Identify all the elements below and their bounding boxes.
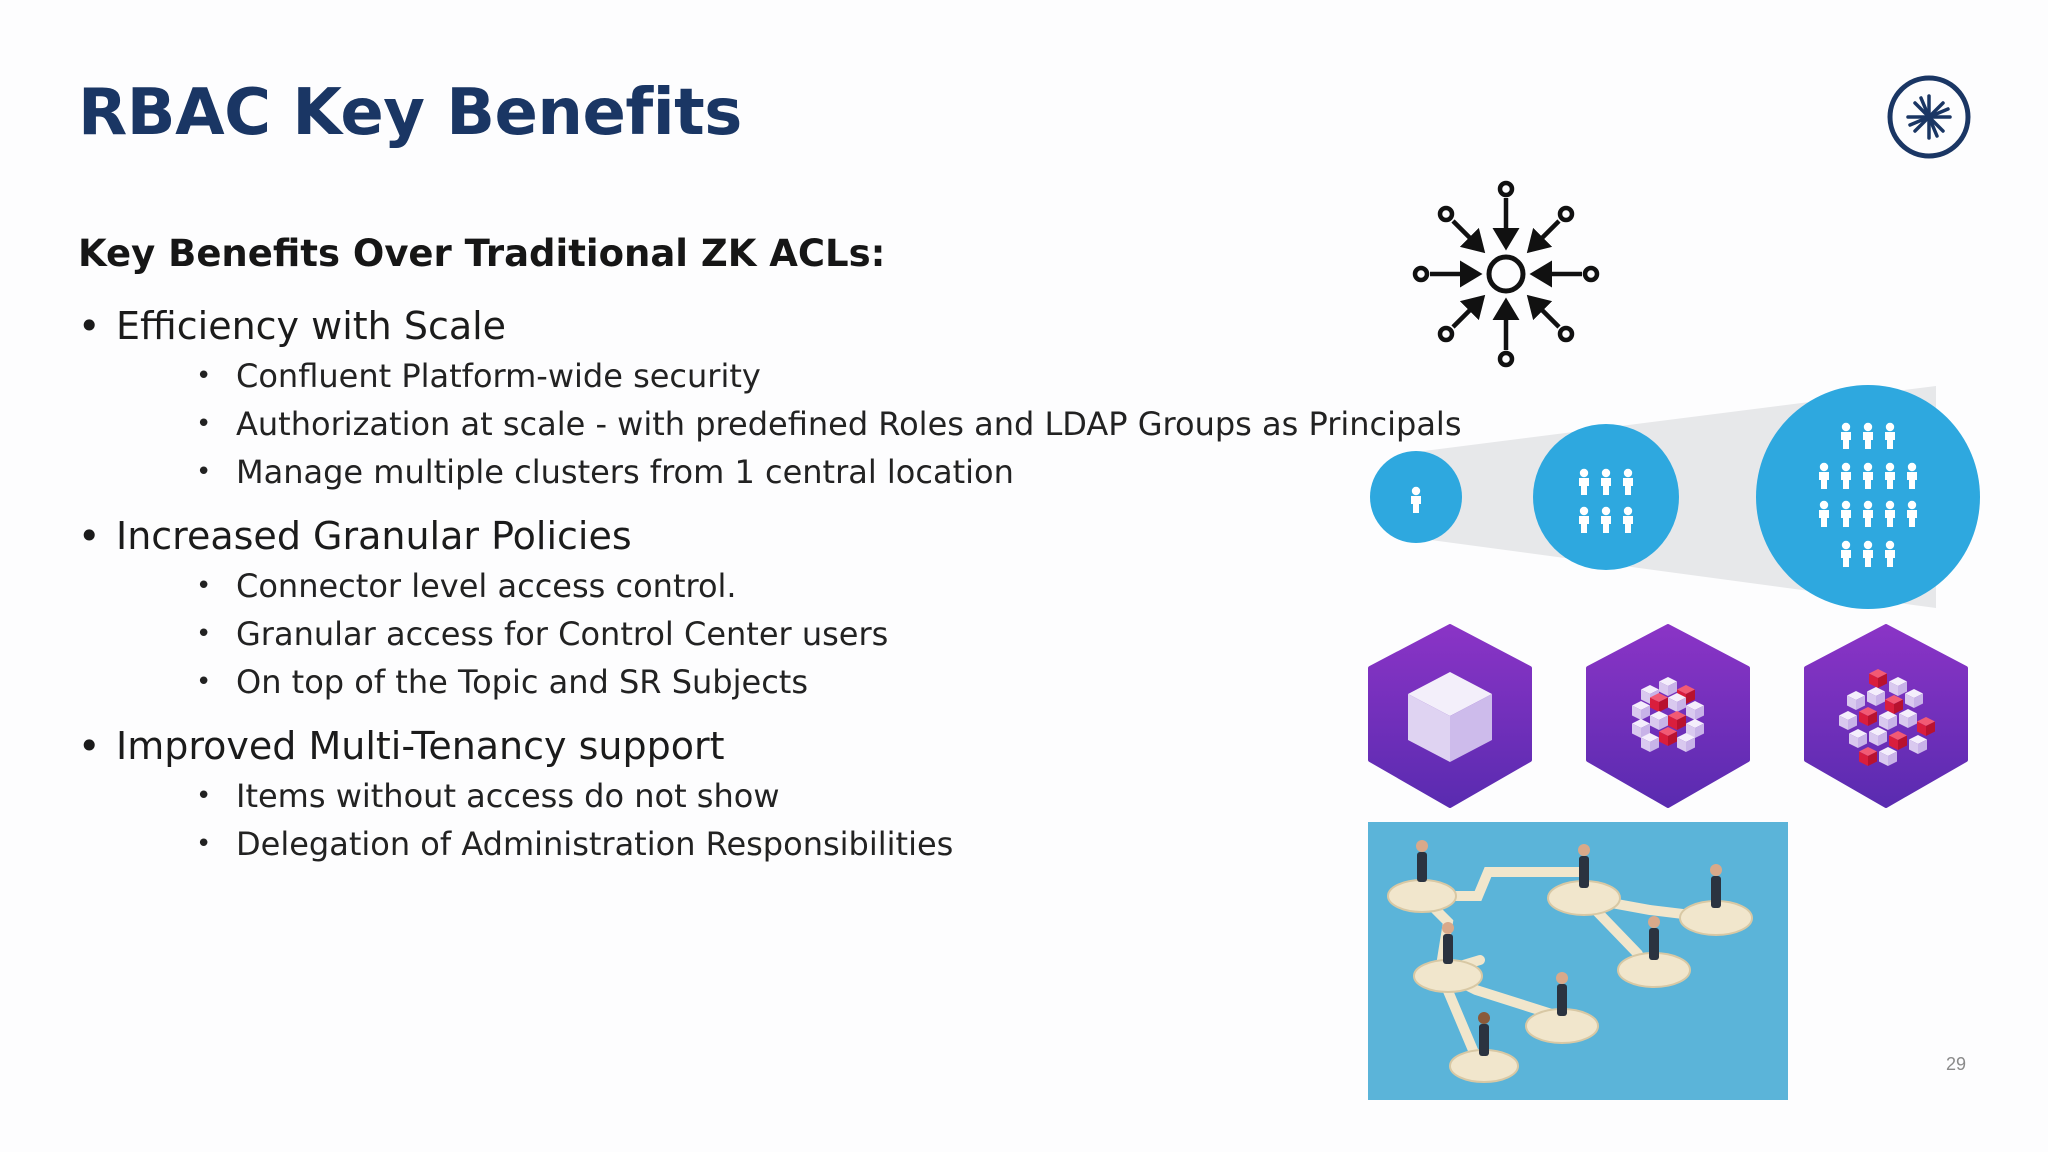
- bullet-label: Improved Multi-Tenancy support: [116, 724, 725, 768]
- sub-bullet: •Manage multiple clusters from 1 central…: [196, 453, 1014, 491]
- sub-bullet: •Granular access for Control Center user…: [196, 615, 889, 653]
- page-number: 29: [1946, 1054, 1967, 1074]
- sub-bullet: •On top of the Topic and SR Subjects: [196, 663, 808, 701]
- confluent-logo-icon: [1887, 75, 1971, 159]
- bullet-multi-tenancy: • Improved Multi-Tenancy support •Items …: [78, 720, 1478, 868]
- bullet-label: Efficiency with Scale: [116, 304, 507, 348]
- sub-bullet: •Delegation of Administration Responsibi…: [196, 825, 954, 863]
- granular-cubes-icon: [1368, 624, 1968, 808]
- sub-bullet: •Authorization at scale - with predefine…: [196, 405, 1462, 443]
- slide-title: RBAC Key Benefits: [78, 76, 742, 150]
- bullet-list: • Efficiency with Scale •Confluent Platf…: [78, 300, 1478, 868]
- people-network-illustration: [1368, 822, 1788, 1100]
- bullet-efficiency: • Efficiency with Scale •Confluent Platf…: [78, 300, 1478, 496]
- sub-bullet-list: •Connector level access control. •Granul…: [116, 562, 1478, 706]
- sub-bullet-list: •Items without access do not show •Deleg…: [116, 772, 1478, 868]
- bullet-label: Increased Granular Policies: [116, 514, 632, 558]
- user-groups-scale-icon: [1370, 385, 1980, 609]
- sub-bullet: •Items without access do not show: [196, 777, 780, 815]
- sub-bullet: •Confluent Platform-wide security: [196, 357, 761, 395]
- central-hub-icon: [1412, 180, 1600, 368]
- slide-subtitle: Key Benefits Over Traditional ZK ACLs:: [78, 232, 886, 275]
- sub-bullet-list: •Confluent Platform-wide security •Autho…: [116, 352, 1478, 496]
- bullet-granular-policies: • Increased Granular Policies •Connector…: [78, 510, 1478, 706]
- sub-bullet: •Connector level access control.: [196, 567, 737, 605]
